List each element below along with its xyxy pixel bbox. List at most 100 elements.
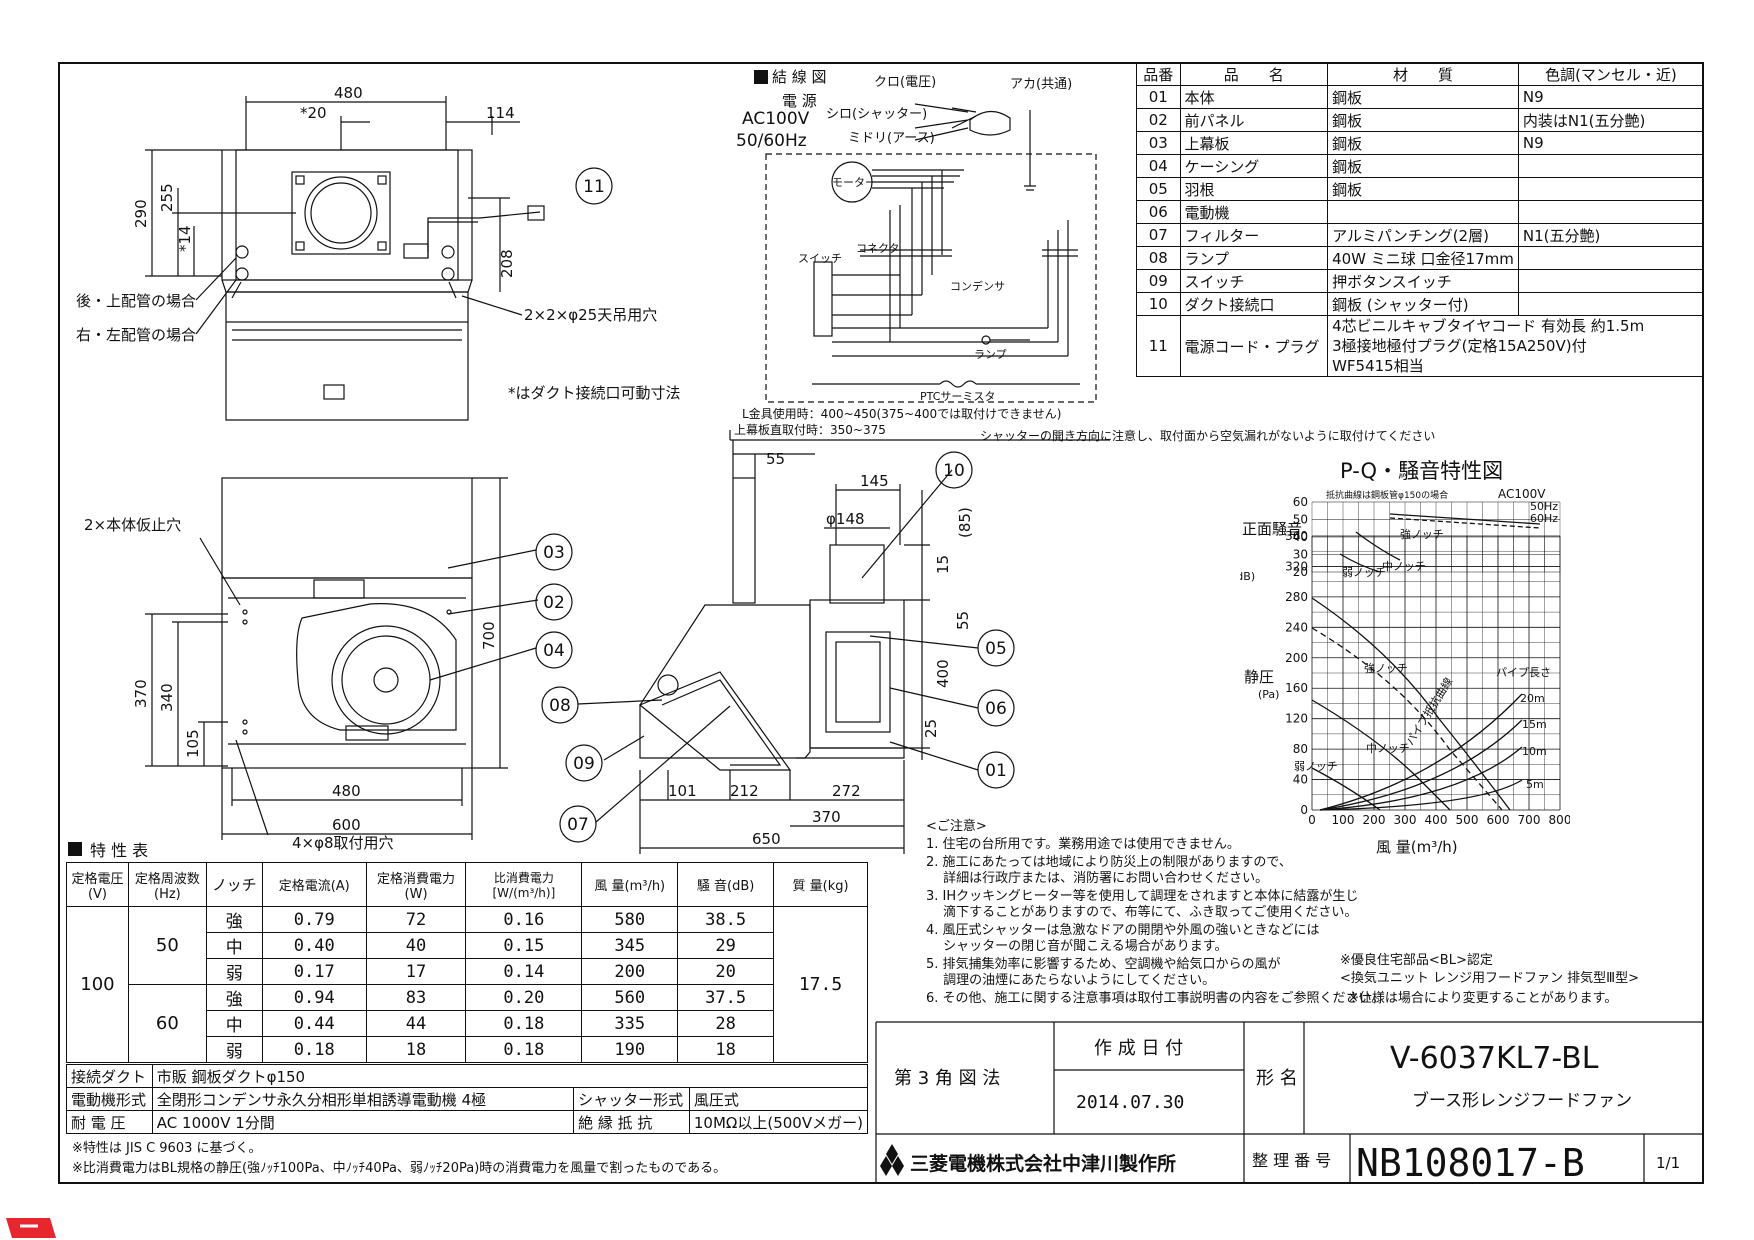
noise-axis-label: 正面騒音 — [1242, 520, 1302, 538]
page-number: 1/1 — [1656, 1154, 1680, 1172]
motor-type-value: 全閉形コンデンサ永久分相形単相誘導電動機 4極 — [151, 1087, 575, 1111]
notch: 強 — [205, 906, 263, 933]
part-no: 02 — [1136, 108, 1181, 132]
part-material: アルミパンチング(2層) — [1327, 223, 1519, 247]
specific-power: 0.18 — [465, 1036, 583, 1063]
withstand-value: AC 1000V 1分間 — [151, 1110, 575, 1134]
duct-label: 接続ダクト — [66, 1064, 153, 1088]
pq-x-tick: 300 — [1394, 813, 1417, 827]
notch: 中 — [205, 1010, 263, 1037]
balloon-02: 02 — [543, 593, 565, 613]
spec-extra-table: 接続ダクト 市販 鋼板ダクトφ150 電動機形式 全閉形コンデンサ永久分相形単相… — [66, 1064, 869, 1134]
part-no: 10 — [1136, 292, 1181, 316]
parts-col-color: 色調(マンセル・近) — [1517, 62, 1705, 86]
rear-pipe-label: 後・上配管の場合 — [76, 292, 196, 310]
duct-row: 接続ダクト 市販 鋼板ダクトφ150 — [66, 1064, 869, 1088]
spec-title: 特 性 表 — [90, 841, 148, 860]
note-2b: 詳細は行政庁または、消防署にお問い合わせください。 — [926, 870, 1268, 886]
resist-15m — [1319, 719, 1523, 811]
part-material: 40W ミニ球 口金径17mm — [1327, 246, 1519, 270]
model-number: V-6037KL7-BL — [1390, 1041, 1599, 1076]
part-color: N1(五分艶) — [1517, 223, 1705, 247]
pq-y-tick: 280 — [1285, 590, 1308, 604]
rated-voltage: 100 — [66, 906, 129, 1063]
spec-col-airflow: 風 量(m³/h) — [581, 862, 679, 907]
dim-15: 15 — [934, 555, 952, 574]
pq-chart: P-Q・騒音特性図 抵抗曲線は鋼板管φ150の場合 AC100V 正面騒音 (d… — [1240, 459, 1570, 856]
duct-value: 市販 鋼板ダクトφ150 — [151, 1064, 869, 1088]
note-3b: 滴下することがありますので、布等にて、ふき取ってご使用ください。 — [926, 904, 1357, 920]
part-material: 鋼板 — [1327, 85, 1519, 109]
pipe-15m: 15m — [1522, 718, 1547, 731]
noise: 29 — [677, 932, 775, 959]
dim-600: 600 — [332, 816, 361, 834]
note-1: 1. 住宅の台所用です。業務用途では使用できません。 — [926, 836, 1240, 852]
mitsubishi-logo-icon — [880, 1144, 904, 1176]
dim-700: 700 — [480, 621, 498, 650]
pq-y-tick: 80 — [1293, 742, 1308, 756]
resist-5m — [1319, 779, 1523, 811]
flow-axis-label: 風 量(m³/h) — [1376, 838, 1458, 856]
pq-y-tick: 0 — [1300, 803, 1308, 817]
part-color — [1517, 292, 1705, 316]
part-no: 05 — [1136, 177, 1181, 201]
part-no: 06 — [1136, 200, 1181, 224]
part-balloons — [535, 167, 1015, 843]
power-cord-spec-line: WF5415相当 — [1332, 357, 1424, 375]
rated-current: 0.18 — [261, 1036, 367, 1063]
note-4: 4. 風圧式シャッターは急激なドアの開閉や外風の強いときなどには — [926, 923, 1320, 938]
noise: 38.5 — [677, 906, 775, 933]
legend-50hz: 50Hz — [1530, 500, 1558, 513]
side-pipe-label: 右・左配管の場合 — [76, 326, 196, 344]
pq-y-tick: 360 — [1285, 529, 1308, 543]
wire-red-label: アカ(共通) — [1010, 77, 1072, 92]
shutter-note: シャッターの開き方向に注意し、取付面から空気漏れがないように取付けてください — [980, 428, 1435, 443]
section-marker-spec — [68, 842, 82, 856]
l-bracket-note: L金具使用時：400~450(375~400では取付けできません) — [742, 406, 1061, 421]
specific-power: 0.18 — [465, 1010, 583, 1037]
legend-60hz: 60Hz — [1530, 512, 1558, 525]
drawing-sheet — [58, 62, 1704, 1184]
wire-white-label: シロ(シャッター) — [826, 107, 927, 122]
pq-strong-label: 強ノッチ — [1364, 662, 1408, 675]
balloon-08: 08 — [549, 696, 571, 716]
part-name: 前パネル — [1179, 108, 1329, 132]
pq-x-tick: 500 — [1456, 813, 1479, 827]
part-name: ランプ — [1179, 246, 1329, 270]
balloon-07: 07 — [567, 815, 589, 835]
part-material: 鋼板 — [1327, 177, 1519, 201]
balloon-09: 09 — [573, 754, 595, 774]
spec-col-voltage: 定格電圧(V) — [66, 862, 129, 907]
note-6: 6. その他、施工に関する注意事項は取付工事説明書の内容をご参照ください。 — [926, 990, 1385, 1006]
dim-101: 101 — [668, 782, 697, 800]
airflow: 345 — [581, 932, 679, 959]
part-no: 04 — [1136, 154, 1181, 178]
motor-type-label: 電動機形式 — [66, 1087, 153, 1111]
corner-mark-icon — [6, 1218, 56, 1238]
spec-col-notch: ノッチ — [205, 862, 263, 907]
part-name: スイッチ — [1179, 269, 1329, 293]
shutter-type-label: シャッター形式 — [573, 1087, 690, 1111]
projection-method: 第 3 角 図 法 — [894, 1068, 1000, 1089]
pq-y-tick: 160 — [1285, 681, 1308, 695]
noise-y-tick: 30 — [1293, 548, 1308, 562]
part-no: 07 — [1136, 223, 1181, 247]
part-no: 01 — [1136, 85, 1181, 109]
part-color — [1517, 154, 1705, 178]
noise: 20 — [677, 958, 775, 985]
pq-x-tick: 400 — [1425, 813, 1448, 827]
dim-114: 114 — [486, 104, 515, 122]
part-material — [1327, 200, 1519, 224]
bl-class: <換気ユニット レンジ用フードファン 排気型Ⅲ型> — [1340, 970, 1639, 986]
notch: 強 — [205, 984, 263, 1011]
dim-145: 145 — [860, 472, 889, 490]
